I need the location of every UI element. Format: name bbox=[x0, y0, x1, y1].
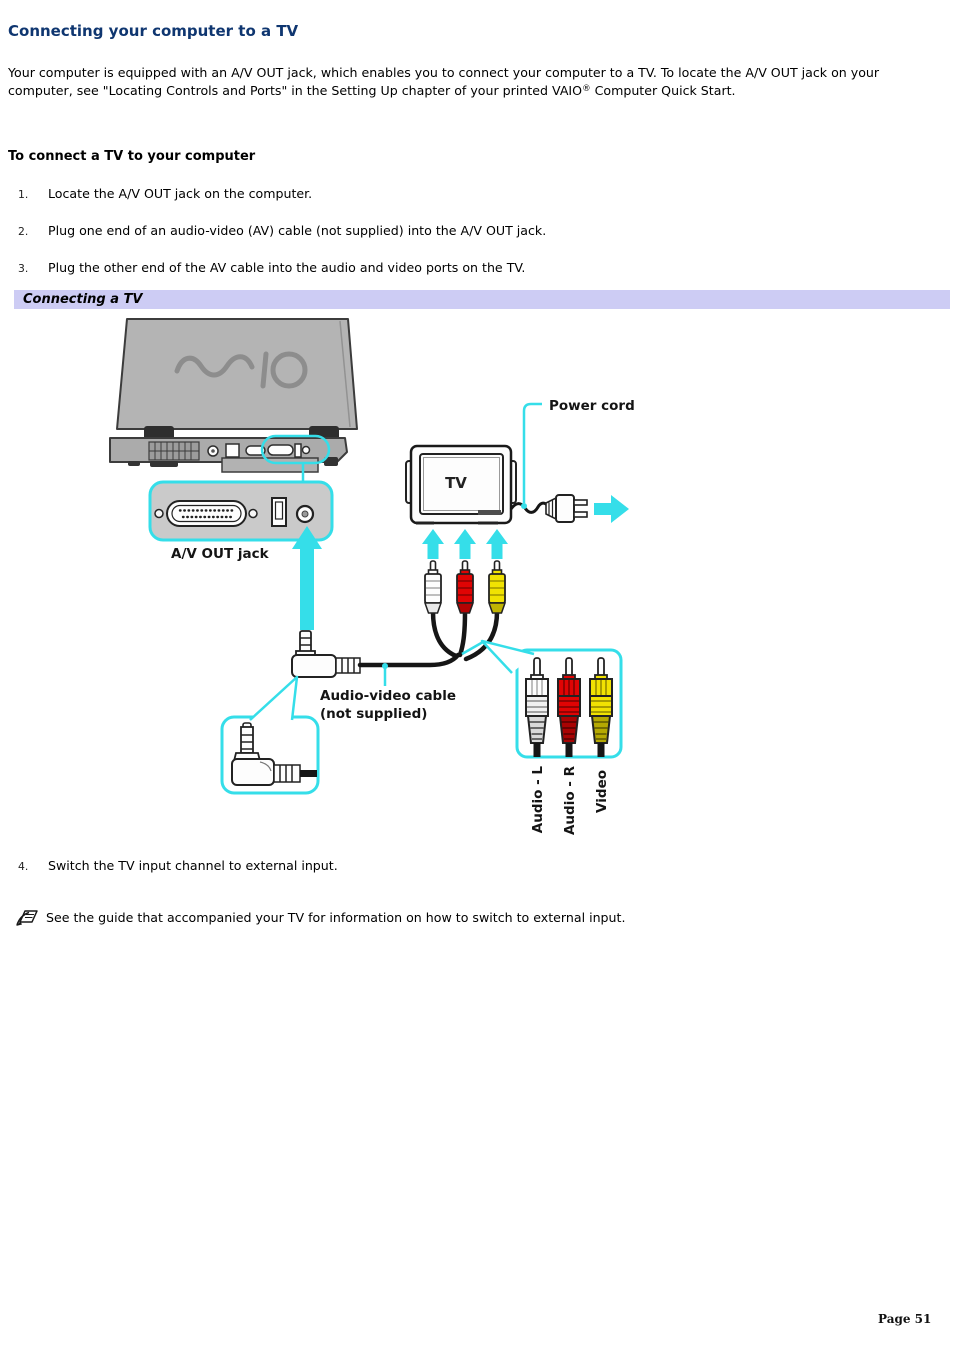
av-out-jack bbox=[295, 504, 315, 524]
list-number: 1. bbox=[18, 188, 29, 201]
av-out-jack-label: A/V OUT jack bbox=[171, 546, 270, 562]
power-plug bbox=[509, 494, 588, 523]
rca-plug-yellow bbox=[487, 560, 507, 614]
rca-closeup-box bbox=[461, 639, 623, 759]
vent-grille bbox=[148, 441, 200, 461]
page-title: Connecting your computer to a TV bbox=[8, 22, 299, 40]
list-number: 2. bbox=[18, 225, 29, 238]
cable-label-callout: Audio-video cable (not supplied) bbox=[320, 663, 456, 722]
list-number: 3. bbox=[18, 262, 29, 275]
power-cord-callout: Power cord bbox=[521, 398, 635, 509]
arrows-into-tv bbox=[422, 529, 508, 559]
note-text: See the guide that accompanied your TV f… bbox=[46, 910, 626, 925]
rca-closeup-white bbox=[525, 657, 549, 757]
av-port-highlight bbox=[260, 434, 331, 483]
page-number: Page 51 bbox=[878, 1312, 932, 1326]
plug-closeup-box bbox=[220, 675, 320, 795]
section-heading: To connect a TV to your computer bbox=[8, 149, 256, 164]
plug-closeup-drawing bbox=[231, 722, 317, 786]
list-text: Locate the A/V OUT jack on the computer. bbox=[48, 186, 313, 201]
rca-plug-red bbox=[455, 560, 475, 614]
tv-illustration: TV bbox=[405, 444, 629, 525]
arrow-right-power bbox=[594, 495, 629, 523]
list-text: Plug the other end of the AV cable into … bbox=[48, 260, 526, 275]
cable-label-line2: (not supplied) bbox=[320, 706, 427, 722]
vaio-logo bbox=[174, 351, 308, 389]
cable-label-line1: Audio-video cable bbox=[320, 688, 456, 704]
power-cord-label: Power cord bbox=[549, 398, 635, 414]
figure-caption-bar: Connecting a TV bbox=[14, 290, 950, 309]
audio-l-label: Audio - L bbox=[530, 766, 546, 834]
rca-plug-white bbox=[423, 560, 443, 614]
tv-label: TV bbox=[445, 474, 467, 492]
rca-plugs-small bbox=[422, 529, 508, 614]
registered-mark: ® bbox=[582, 84, 591, 95]
av-cable bbox=[357, 609, 500, 668]
port-closeup-box bbox=[148, 480, 334, 542]
parallel-port bbox=[154, 500, 258, 527]
rca-closeup-yellow bbox=[589, 657, 613, 757]
rca-closeup-red bbox=[557, 657, 581, 757]
av-cable-plug bbox=[291, 630, 361, 678]
list-number: 4. bbox=[18, 860, 29, 873]
audio-r-label: Audio - R bbox=[562, 765, 578, 835]
note-pen-icon bbox=[16, 910, 38, 926]
intro-text-end: Computer Quick Start. bbox=[590, 83, 736, 99]
video-label: Video bbox=[594, 770, 610, 813]
list-text: Switch the TV input channel to external … bbox=[48, 858, 338, 873]
laptop-illustration bbox=[109, 318, 358, 473]
intro-paragraph: Your computer is equipped with an A/V OU… bbox=[8, 65, 924, 100]
figure-caption: Connecting a TV bbox=[23, 292, 143, 307]
intro-text: Your computer is equipped with an A/V OU… bbox=[8, 65, 880, 99]
usb-port bbox=[271, 497, 287, 527]
list-text: Plug one end of an audio-video (AV) cabl… bbox=[48, 223, 547, 238]
rca-labels: Audio - L Audio - R Video bbox=[530, 765, 610, 835]
arrow-up-to-jack bbox=[292, 526, 322, 630]
